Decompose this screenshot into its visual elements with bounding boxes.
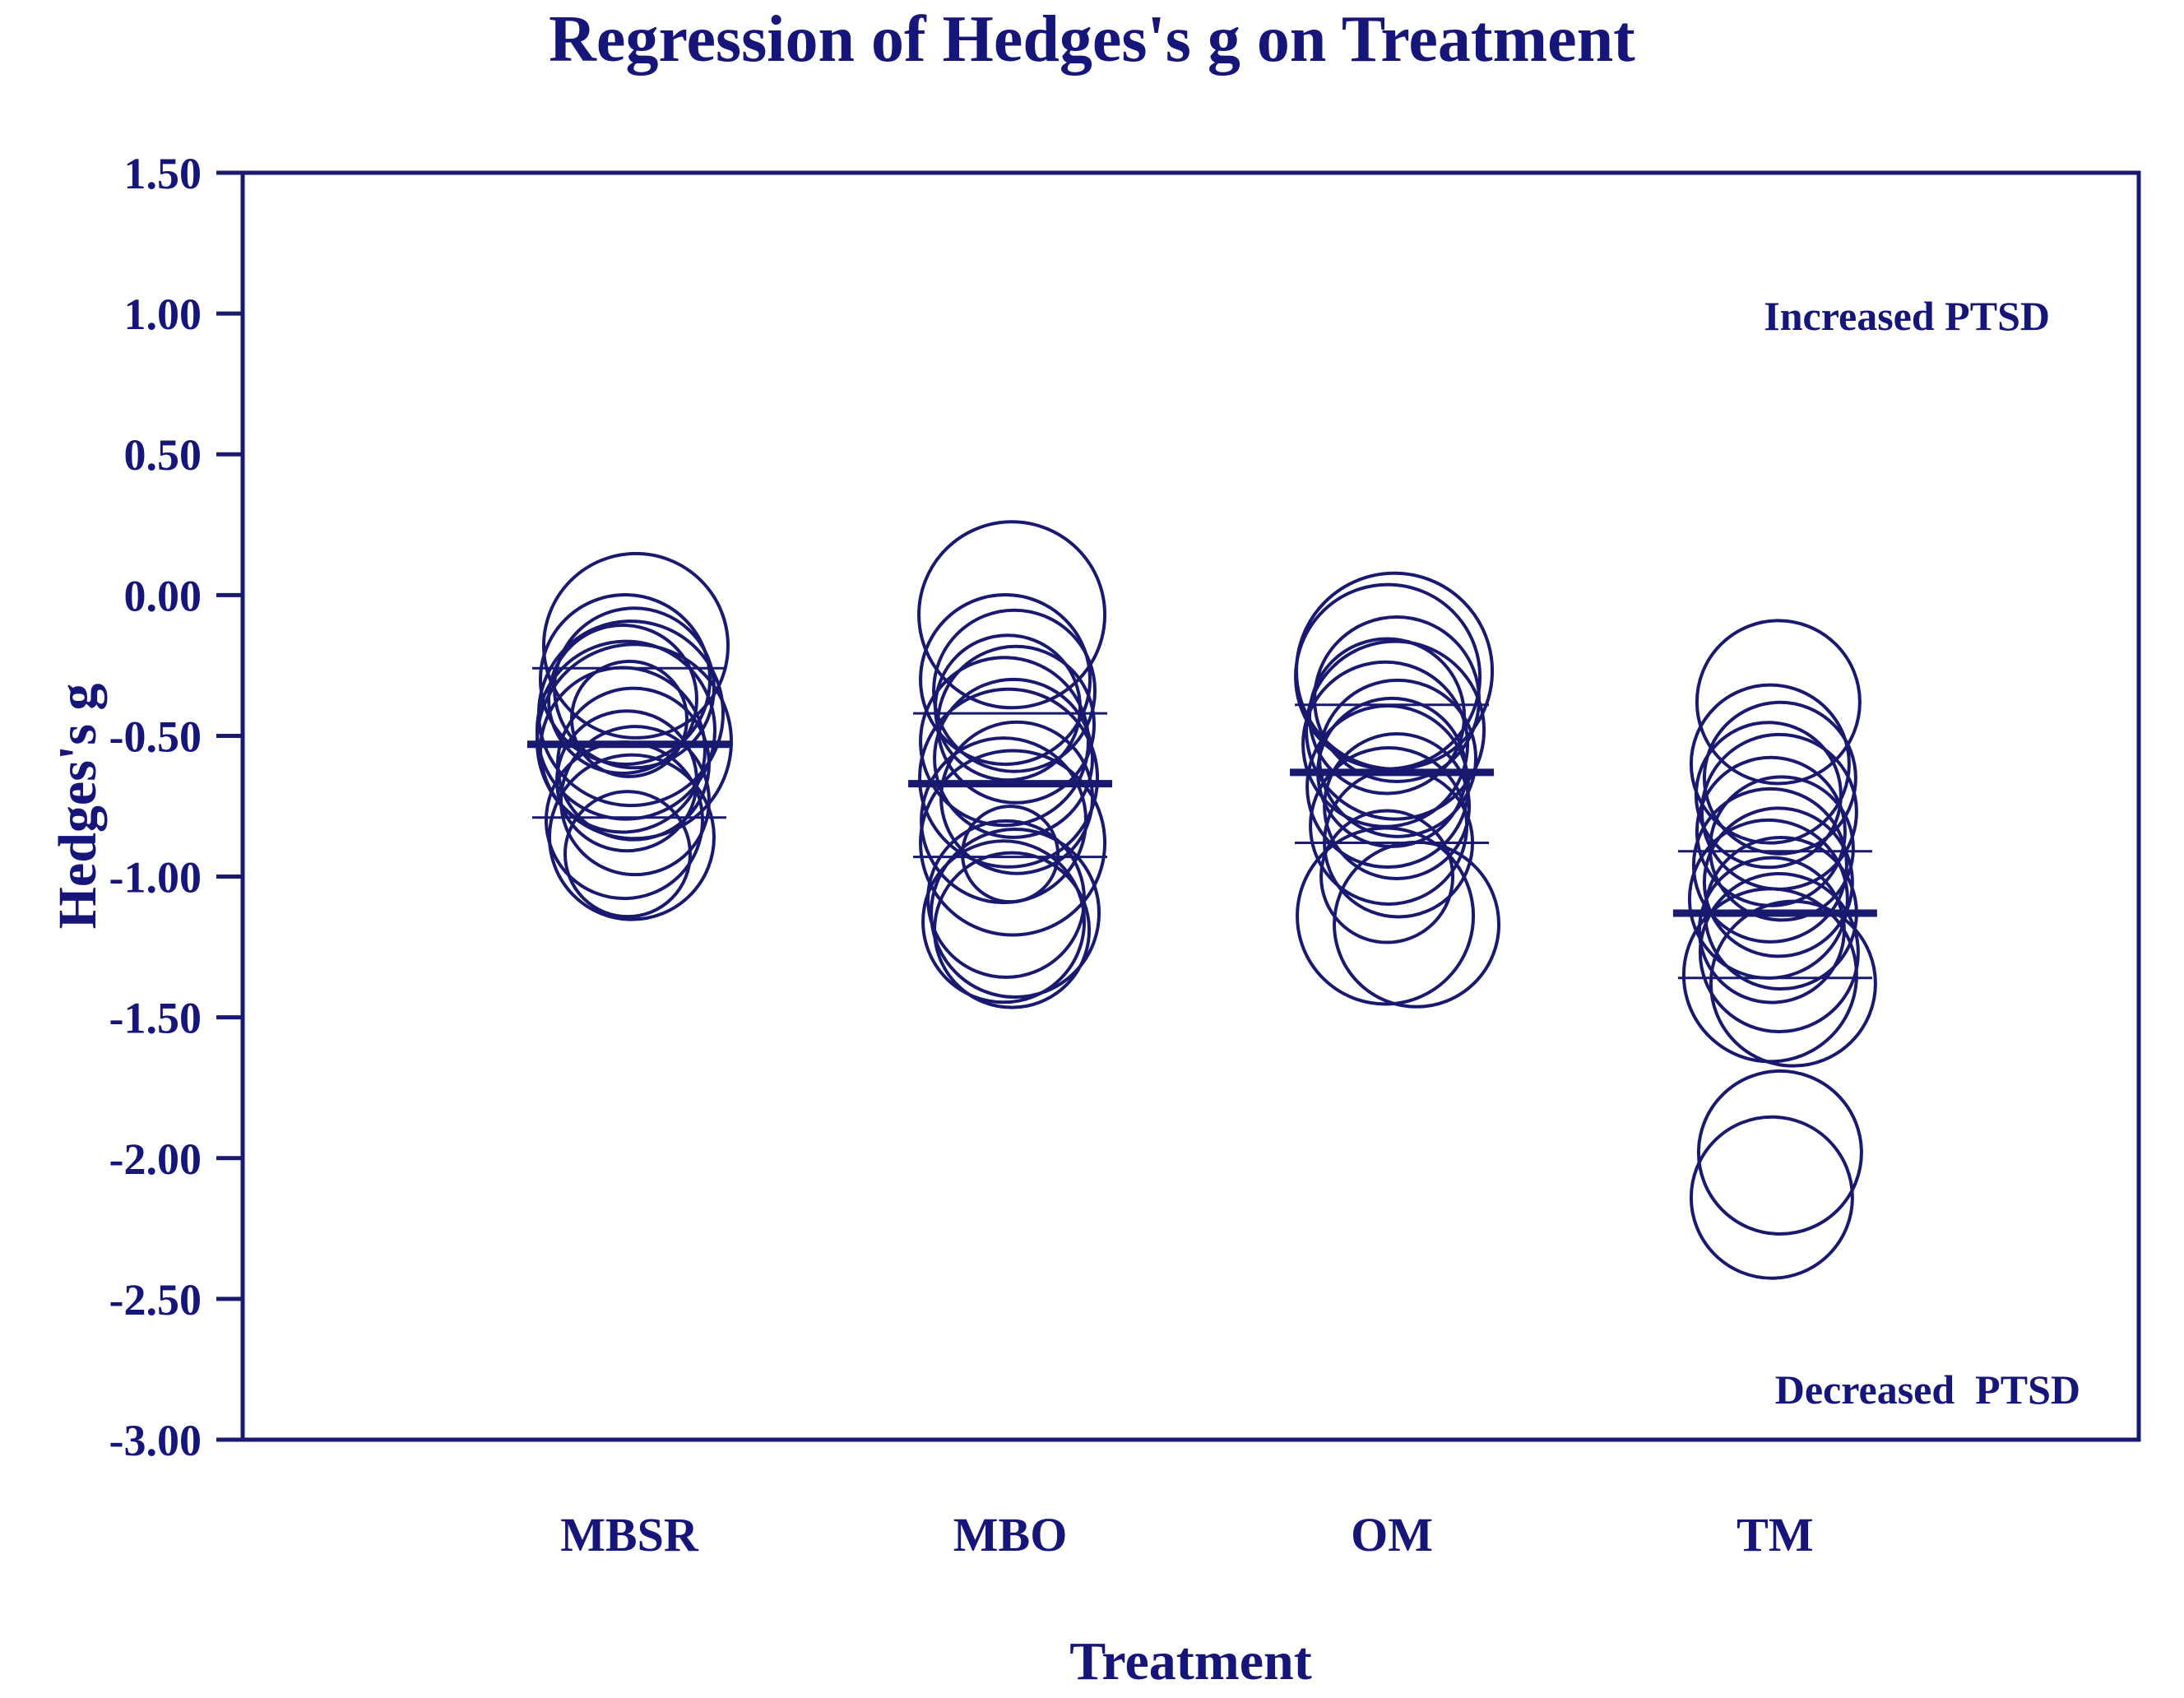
y-tick-label: -0.50 [109,712,202,761]
y-tick-label: 1.00 [124,290,202,339]
y-tick-label: 0.50 [124,430,202,480]
annotation-decreased-ptsd: Decreased PTSD [1774,1366,2080,1413]
study-bubble [1689,1115,1854,1280]
y-tick-label: -3.00 [109,1416,202,1465]
study-bubble [1709,899,1877,1068]
study-bubble [921,839,1087,1004]
category-label: MBO [953,1508,1068,1561]
study-bubble [1305,639,1486,821]
study-bubble [1702,806,1854,958]
study-bubble [919,593,1092,766]
plot-border [240,170,2141,1442]
study-bubble [1694,721,1843,870]
study-bubble [1691,786,1848,944]
study-bubble [559,725,711,877]
study-bubble [1698,871,1860,1033]
study-bubble [541,551,730,740]
annotation-increased-ptsd: Increased PTSD [1764,293,2050,339]
category-label: TM [1737,1508,1813,1561]
study-bubble [1702,700,1857,856]
y-tick-label: 0.00 [124,571,202,620]
study-bubble [919,749,1107,937]
study-bubble [918,687,1100,869]
category-label: MBSR [560,1508,699,1561]
chart-title: Regression of Hedges's g on Treatment [549,3,1635,76]
study-bubble [1309,745,1469,906]
x-axis-title: Treatment [1069,1631,1312,1691]
y-tick-label: -2.00 [109,1134,202,1184]
study-bubble [1296,826,1476,1006]
y-tick-label: 1.50 [124,149,202,198]
study-bubble [1708,775,1855,922]
study-bubble [569,659,689,778]
study-bubble [933,677,1095,839]
study-bubble [547,753,716,921]
study-bubble [1695,619,1862,786]
study-bubble [546,623,698,775]
study-bubble [554,709,698,853]
category-label: OM [1351,1508,1433,1561]
study-bubble [1319,809,1455,944]
study-bubble [1323,732,1472,880]
y-tick-label: -2.50 [109,1275,202,1325]
study-bubble [930,828,1101,1000]
study-bubble [932,608,1097,773]
y-tick-label: -1.50 [109,994,202,1043]
study-bubble [917,520,1107,710]
study-bubble [1689,683,1851,845]
study-bubble [933,851,1092,1009]
study-bubble [1696,1069,1863,1236]
y-tick-label: -1.00 [109,853,202,902]
study-bubble [563,790,692,919]
